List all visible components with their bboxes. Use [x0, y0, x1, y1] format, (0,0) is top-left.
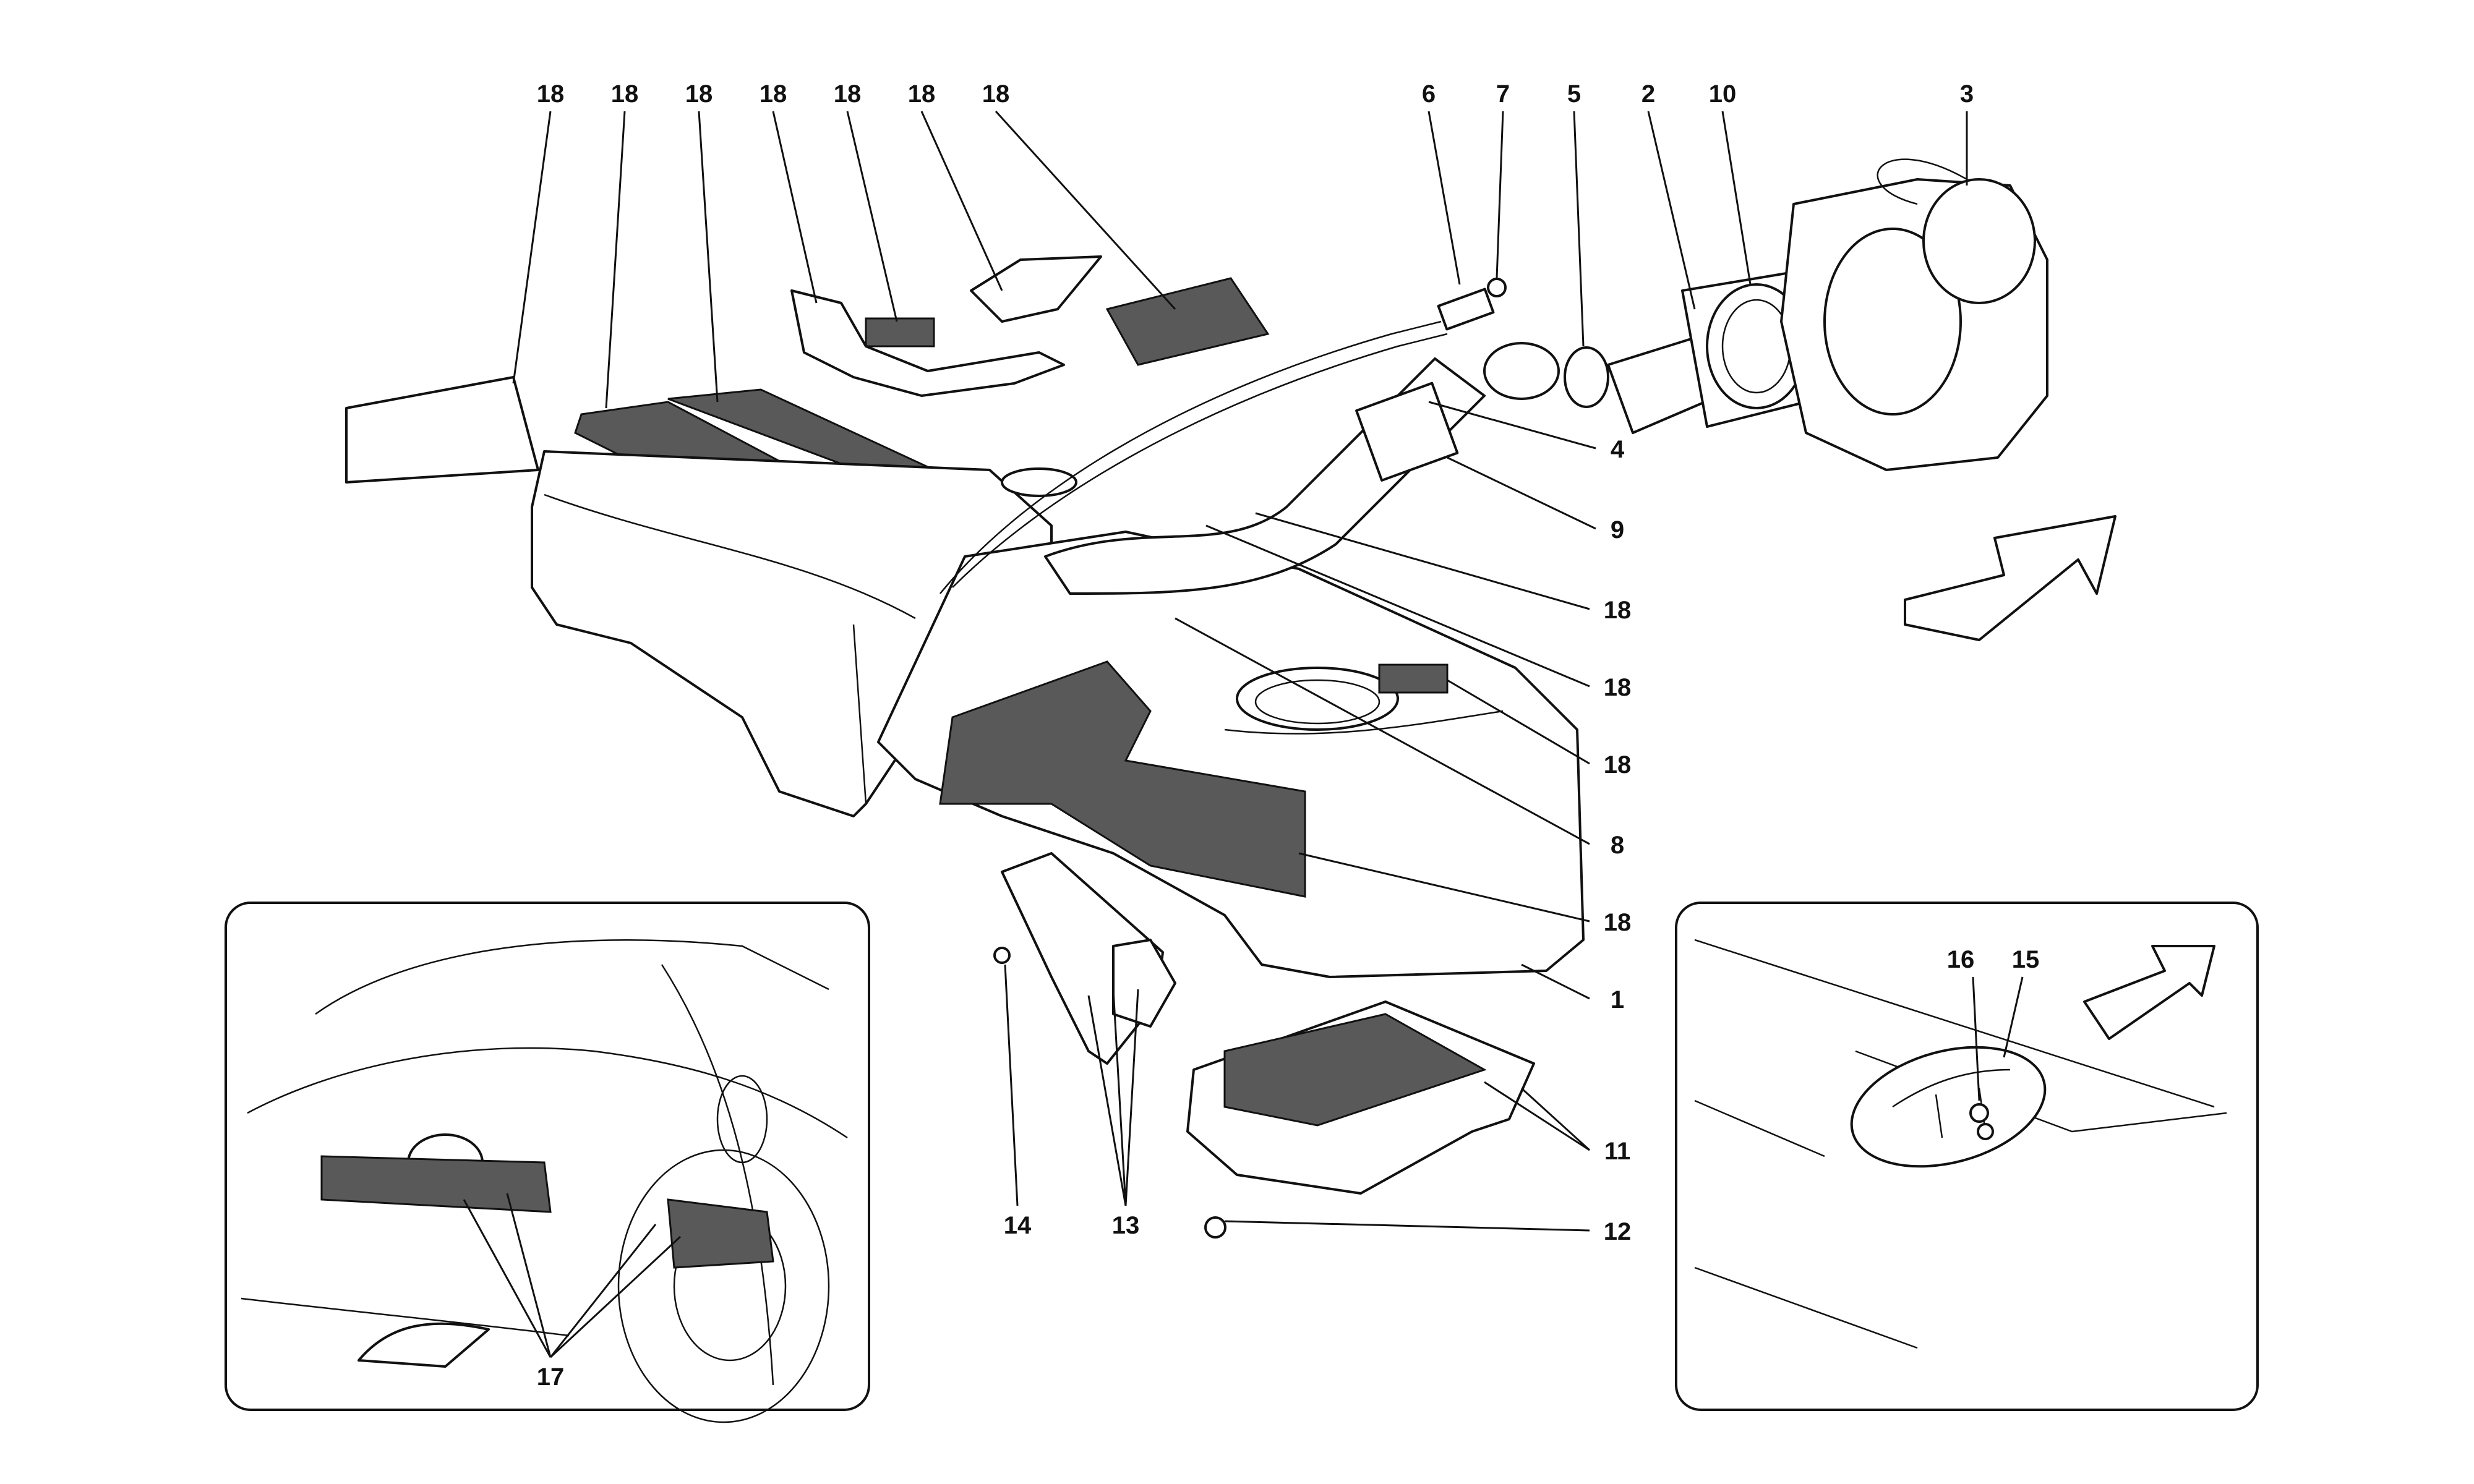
o-ring-7: [1487, 278, 1507, 297]
callout-10: 10: [1709, 80, 1737, 108]
inset-pad-left: [320, 1155, 552, 1213]
car-roof-outline: [315, 939, 829, 1015]
valve-6: [1437, 288, 1495, 331]
bracket-13-arm: [1112, 939, 1176, 1028]
callout-18-h: 18: [1604, 597, 1632, 624]
fuel-pump-opening-inner: [1254, 679, 1380, 725]
callout-9: 9: [1611, 516, 1624, 544]
callout-7: 7: [1496, 80, 1510, 108]
callout-16: 16: [1947, 946, 1975, 973]
callout-3: 3: [1960, 80, 1974, 108]
pad-right: [1105, 277, 1270, 366]
callout-12: 12: [1604, 1218, 1632, 1245]
pump-cover-15: [1850, 1046, 2047, 1168]
callout-18-e: 18: [834, 80, 862, 108]
pad-diamond: [970, 255, 1102, 323]
callout-18-c: 18: [685, 80, 713, 108]
bolt-12: [1204, 1216, 1226, 1239]
callout-18-b: 18: [611, 80, 639, 108]
tank-port: [1001, 467, 1077, 497]
filler-housing: [1780, 158, 2048, 471]
callout-18-k: 18: [1604, 909, 1632, 936]
clamp-9: [1355, 382, 1459, 482]
callout-18-i: 18: [1604, 674, 1632, 701]
screw-14: [993, 947, 1011, 964]
filler-cap-wire: [1877, 158, 1967, 205]
callout-18-j: 18: [1604, 751, 1632, 778]
callout-6: 6: [1422, 80, 1436, 108]
pipe-connector: [1483, 342, 1560, 400]
tank-shield-small: [1378, 663, 1449, 694]
callout-18-g: 18: [982, 80, 1010, 108]
filler-cap-3: [1922, 178, 2036, 304]
direction-arrow-icon: [1904, 515, 2117, 641]
inset-right-panel: [1675, 902, 2259, 1411]
fuel-tank: [531, 450, 1585, 978]
callout-13: 13: [1112, 1212, 1140, 1239]
callout-17: 17: [537, 1363, 565, 1391]
callout-1: 1: [1611, 986, 1624, 1013]
pad-left-large: [345, 376, 539, 484]
inset-left-frame: [225, 902, 870, 1411]
callout-2: 2: [1641, 80, 1655, 108]
nut-16b: [1977, 1123, 1994, 1140]
filler-housing-opening: [1823, 228, 1962, 416]
taillight: [357, 1322, 490, 1368]
hose-clamp-5: [1564, 346, 1609, 408]
callout-15: 15: [2012, 946, 2040, 973]
breather-pipe-2: [952, 333, 1448, 588]
lower-brackets: [993, 852, 1535, 1239]
leader-lines: [512, 110, 1968, 1232]
inset-left-panel: [225, 902, 870, 1423]
callout-8: 8: [1611, 832, 1624, 859]
callout-11: 11: [1604, 1138, 1630, 1165]
direction-arrow-small-icon: [2083, 945, 2215, 1040]
tank-seam: [544, 493, 1504, 804]
car-body-outline: [241, 964, 848, 1386]
fuel-pump-opening: [1236, 667, 1399, 731]
callout-labels: 18 18 18 18 18 18 18 6 7 5 2 10 3 4 9 18…: [537, 80, 2040, 1391]
callout-18-a: 18: [537, 80, 565, 108]
callout-4: 4: [1611, 436, 1625, 463]
floor-panel-outline: [1694, 939, 2227, 1349]
pad-small-square: [865, 317, 935, 348]
rear-wheel: [617, 1149, 830, 1423]
callout-18-d: 18: [760, 80, 787, 108]
tank-shield-big: [939, 660, 1306, 898]
pad-curved: [790, 289, 1065, 397]
filler-neck-assembly: [940, 271, 1807, 595]
breather-pipe: [940, 320, 1442, 594]
fuel-door-outline: [716, 1075, 768, 1164]
callout-14: 14: [1004, 1212, 1032, 1239]
nut-16: [1969, 1103, 1989, 1123]
callout-5: 5: [1567, 80, 1581, 108]
callout-18-f: 18: [908, 80, 936, 108]
undertray-pad: [1223, 1013, 1487, 1127]
